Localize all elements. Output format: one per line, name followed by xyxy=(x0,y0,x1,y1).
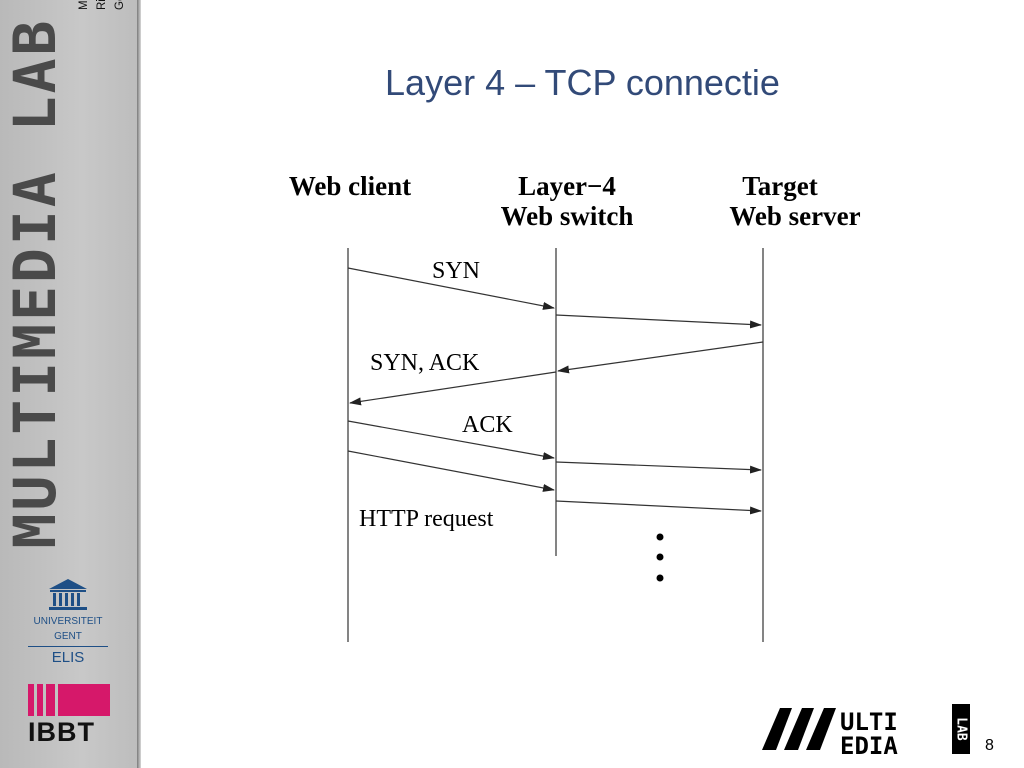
ugent-name-line1: UNIVERSITEIT xyxy=(33,616,103,627)
message-label-ack: ACK xyxy=(462,412,513,438)
author-name-text: Rik Van de Walle xyxy=(96,0,108,10)
vertical-logo-text: MULTIMEDIA LAB xyxy=(1,17,69,549)
page-number: 8 xyxy=(985,737,994,754)
arrow-synack-server-switch xyxy=(557,341,764,374)
ugent-name-line2: GENT xyxy=(54,631,82,642)
arrow-syn-switch-server xyxy=(555,314,762,329)
participant-server-line1: Target xyxy=(742,171,818,201)
ibbt-bars-icon xyxy=(28,684,110,716)
arrow-http-client-switch xyxy=(347,450,555,492)
course-name: Multimediatechnieken xyxy=(78,0,98,170)
participant-switch-line2: Web switch xyxy=(501,201,634,231)
ugent-logo: UNIVERSITEIT GENT ELIS xyxy=(22,578,114,666)
participant-server-line2: Web server xyxy=(729,201,860,231)
message-label-syn: SYN xyxy=(432,258,480,284)
message-label-http-request: HTTP request xyxy=(359,506,494,532)
sidebar-edge xyxy=(137,0,141,768)
date-location-text: Gent, Januari 2005 xyxy=(114,0,126,10)
arrow-ack-switch-server xyxy=(555,461,762,474)
arrow-synack-switch-client xyxy=(349,371,557,406)
elis-label: ELIS xyxy=(51,649,85,666)
date-location: Gent, Januari 2005 xyxy=(114,0,134,170)
footer-logo-line2: EDIA xyxy=(840,732,898,758)
footer-logo-line1: ULTI xyxy=(840,708,898,736)
multimedia-m-mark-icon xyxy=(762,708,836,750)
slide-title: Layer 4 – TCP connectie xyxy=(385,62,780,103)
ibbt-logo: IBBT xyxy=(28,684,110,746)
sidebar xyxy=(0,0,137,768)
continuation-dots-icon xyxy=(656,533,664,582)
university-building-icon xyxy=(49,579,87,610)
arrow-ack-client-switch xyxy=(347,420,555,460)
arrow-http-switch-server xyxy=(555,500,762,515)
ugent-divider xyxy=(28,646,108,647)
course-name-text: Multimediatechnieken xyxy=(78,0,90,10)
multimedia-lab-vertical-logo: MULTIMEDIA LAB xyxy=(1,18,69,549)
ibbt-text: IBBT xyxy=(28,717,95,747)
participant-switch-line1: Layer−4 xyxy=(518,171,616,201)
participant-web-client: Web client xyxy=(289,171,411,201)
multimedia-lab-footer-logo: ULTI EDIA LAB xyxy=(762,704,970,758)
author-name: Rik Van de Walle xyxy=(96,0,116,170)
tcp-sequence-diagram: Web client Layer−4 Web switch Target Web… xyxy=(289,171,861,642)
message-label-syn-ack: SYN, ACK xyxy=(370,350,480,376)
footer-logo-lab: LAB xyxy=(954,717,969,741)
arrow-syn-client-switch xyxy=(347,267,555,310)
